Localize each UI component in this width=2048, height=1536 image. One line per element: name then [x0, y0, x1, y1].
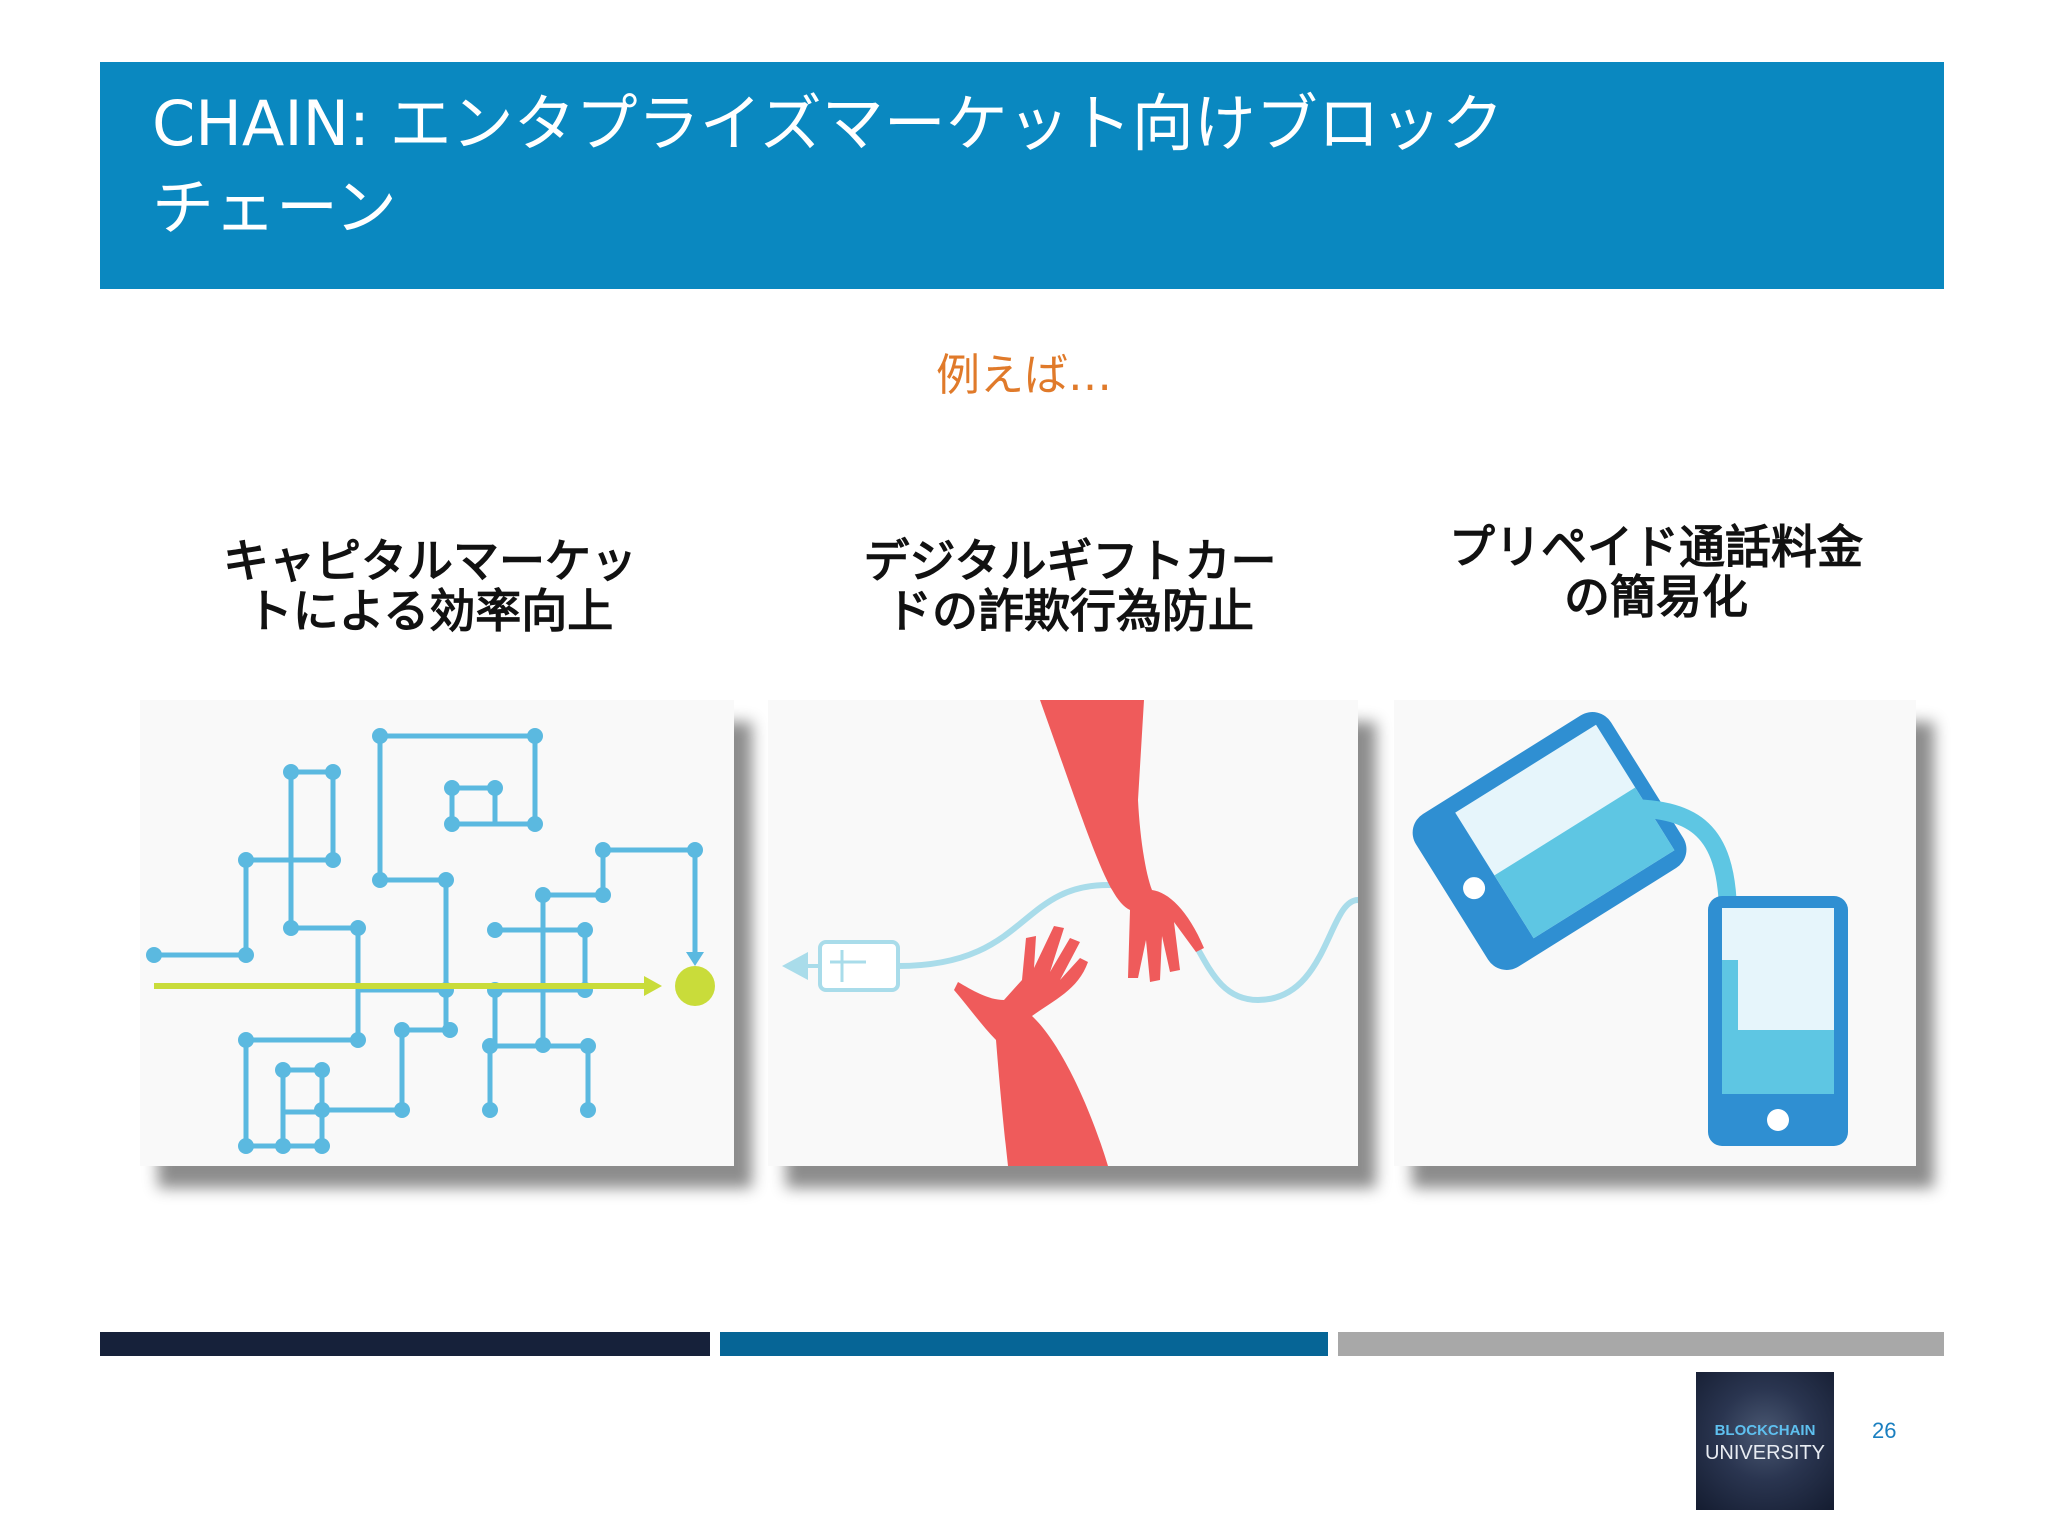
hands-gift-card-graphic	[782, 700, 1358, 1166]
caption-line: キャピタルマーケッ	[223, 534, 637, 588]
caption-line: ドの詐欺行為防止	[886, 584, 1254, 638]
slide-title-line-1: CHAIN: エンタプライズマーケット向けブロック	[152, 87, 1504, 160]
network-nodes	[146, 728, 703, 1154]
use-case-caption-prepaid-calls: プリペイド通話料金 の簡易化	[1376, 522, 1936, 622]
logo-text-top: BLOCKCHAIN	[1714, 1422, 1816, 1439]
gift-card	[818, 940, 900, 992]
blockchain-university-logo: BLOCKCHAIN UNIVERSITY	[1696, 1372, 1834, 1510]
hands-gift-card-icon	[768, 700, 1358, 1166]
footer-bar-blue	[720, 1332, 1328, 1356]
target-dot	[675, 966, 715, 1006]
slide-subtitle: 例えば…	[936, 350, 1112, 401]
use-case-caption-capital-markets: キャピタルマーケッ トによる効率向上	[150, 536, 710, 636]
title-banner: CHAIN: エンタプライズマーケット向けブロック チェーン	[100, 62, 1944, 289]
red-hand-top	[1040, 700, 1204, 982]
page-number: 26	[1872, 1418, 1897, 1443]
slide-title-line-2: チェーン	[152, 171, 397, 244]
caption-line: プリペイド通話料金	[1449, 520, 1863, 574]
phone-transfer-icon	[1394, 700, 1916, 1166]
footer-bar-gray	[1338, 1332, 1944, 1356]
caption-line: の簡易化	[1564, 570, 1748, 624]
network-path-icon	[140, 700, 734, 1166]
red-hand-bottom	[954, 926, 1108, 1166]
footer-bar-dark	[100, 1332, 710, 1356]
caption-line: トによる効率向上	[246, 584, 614, 638]
caption-line: デジタルギフトカー	[863, 534, 1277, 588]
logo-text-bottom: UNIVERSITY	[1704, 1442, 1826, 1464]
phone-transfer-graphic	[1412, 712, 1848, 1146]
network-path-graphic	[146, 728, 715, 1154]
use-case-caption-gift-card: デジタルギフトカー ドの詐欺行為防止	[790, 536, 1350, 636]
